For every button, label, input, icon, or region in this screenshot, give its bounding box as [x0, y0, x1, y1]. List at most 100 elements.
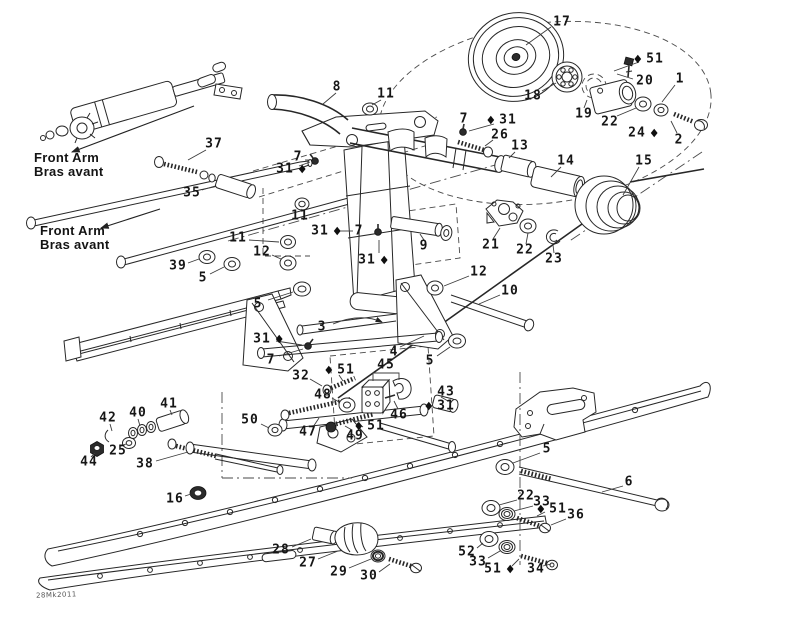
callout-17: 17 — [553, 15, 571, 30]
leader-line-20 — [616, 73, 634, 80]
leader-line-26 — [484, 139, 494, 147]
strap-46 — [392, 378, 412, 400]
callout-51: 51 — [337, 363, 355, 378]
front-arm-label-1: Front Arm Bras avant — [34, 150, 103, 180]
bolt-2 — [673, 111, 708, 131]
callout-5: 5 — [543, 442, 552, 457]
callout-31: 31 — [311, 224, 329, 239]
callout-14: 14 — [557, 154, 575, 169]
rail-section-3 — [63, 287, 292, 362]
callout-36: 36 — [567, 508, 585, 523]
callout-46: 46 — [390, 408, 408, 423]
leader-line-33 — [487, 550, 501, 559]
callout-21: 21 — [482, 238, 500, 253]
bolt-30 — [388, 556, 422, 574]
callout-40: 40 — [129, 406, 147, 421]
callout-7: 7 — [460, 112, 469, 127]
diamond-marker-51 — [325, 365, 333, 375]
leader-line-8 — [322, 92, 337, 105]
shock-adjuster-cam — [69, 116, 95, 140]
bushing-41 — [155, 409, 190, 432]
leader-line-25 — [120, 443, 127, 447]
leader-line-5 — [512, 452, 541, 464]
callout-35: 35 — [183, 186, 201, 201]
diamond-marker-24 — [650, 128, 658, 138]
leader-line-37 — [187, 149, 207, 161]
leader-line-32 — [309, 378, 323, 387]
front-arm-label-2-fr: Bras avant — [40, 237, 110, 253]
leader-line-11 — [371, 99, 382, 106]
pin-46 — [384, 394, 396, 399]
leader-line-34 — [542, 563, 552, 567]
leader-3-curve — [332, 317, 383, 325]
diamond-marker-31 — [487, 115, 495, 125]
callout-22: 22 — [517, 489, 535, 504]
leader-line-6 — [601, 485, 624, 493]
callout-33: 33 — [533, 495, 551, 510]
callout-33: 33 — [469, 555, 487, 570]
leader-line-19 — [583, 99, 588, 109]
washer-1 — [653, 103, 669, 117]
diamond-marker-51 — [537, 504, 545, 514]
leader-line-36 — [550, 518, 567, 526]
diamond-marker-51 — [634, 54, 642, 64]
slide-rail-front — [38, 515, 548, 591]
callout-32: 32 — [292, 369, 310, 384]
torsion-spring-15 — [337, 168, 705, 399]
washer-29 — [370, 549, 386, 563]
callout-43: 43 — [437, 385, 455, 400]
leader-line-17 — [525, 26, 552, 46]
leader-line-2 — [670, 120, 678, 134]
leader-line-5 — [267, 291, 294, 301]
rear-arm-tube-8 — [267, 94, 349, 135]
leader-line-11 — [300, 208, 303, 212]
axle-block-19 — [589, 79, 637, 115]
callout-24: 24 — [628, 126, 646, 141]
callout-51: 51 — [484, 562, 502, 577]
front-arm-label-1-en: Front Arm — [34, 150, 100, 165]
hardware-center — [198, 102, 466, 349]
callout-22: 22 — [516, 243, 534, 258]
nut-16 — [189, 486, 207, 500]
circlip-23 — [545, 229, 561, 245]
hardware-rear-upper — [481, 500, 551, 534]
callout-38: 38 — [136, 457, 154, 472]
callout-18: 18 — [524, 89, 542, 104]
callout-45: 45 — [377, 358, 395, 373]
leader-line-11 — [248, 239, 280, 243]
callout-22: 22 — [601, 115, 619, 130]
front-arm-label-2-en: Front Arm — [40, 223, 106, 238]
diamond-marker-31 — [298, 164, 306, 174]
leader-line-18 — [541, 82, 557, 92]
leader-line-35 — [201, 185, 216, 191]
callout-25: 25 — [109, 444, 127, 459]
bolt-20 — [623, 56, 635, 78]
callout-52: 52 — [458, 545, 476, 560]
leader-line-1 — [661, 84, 676, 103]
leader-line-52 — [476, 542, 484, 549]
leader-line-13 — [508, 151, 516, 159]
callout-16: 16 — [166, 492, 184, 507]
callout-31: 31 — [276, 162, 294, 177]
washer-50 — [267, 423, 283, 437]
diamond-marker-31 — [333, 226, 341, 236]
callout-39: 39 — [169, 259, 187, 274]
washer-22-mid — [519, 218, 537, 234]
leader-line-46 — [393, 400, 399, 410]
leader-line-43 — [440, 396, 449, 402]
callout-30: 30 — [360, 569, 378, 584]
link-bolt-head — [167, 438, 177, 450]
leader-line-49 — [344, 425, 353, 431]
leader-line-15 — [622, 166, 640, 196]
washer-22-top — [634, 96, 652, 112]
callout-19: 19 — [575, 107, 593, 122]
leader-line-16 — [184, 493, 192, 497]
callout-48: 48 — [314, 388, 332, 403]
leader-line-51 — [338, 374, 344, 382]
leader-line-31 — [468, 123, 495, 132]
diamond-marker-31 — [380, 255, 388, 265]
leader-line-12 — [271, 254, 282, 260]
clip-42 — [104, 429, 110, 443]
washer-5-rear — [495, 459, 515, 475]
